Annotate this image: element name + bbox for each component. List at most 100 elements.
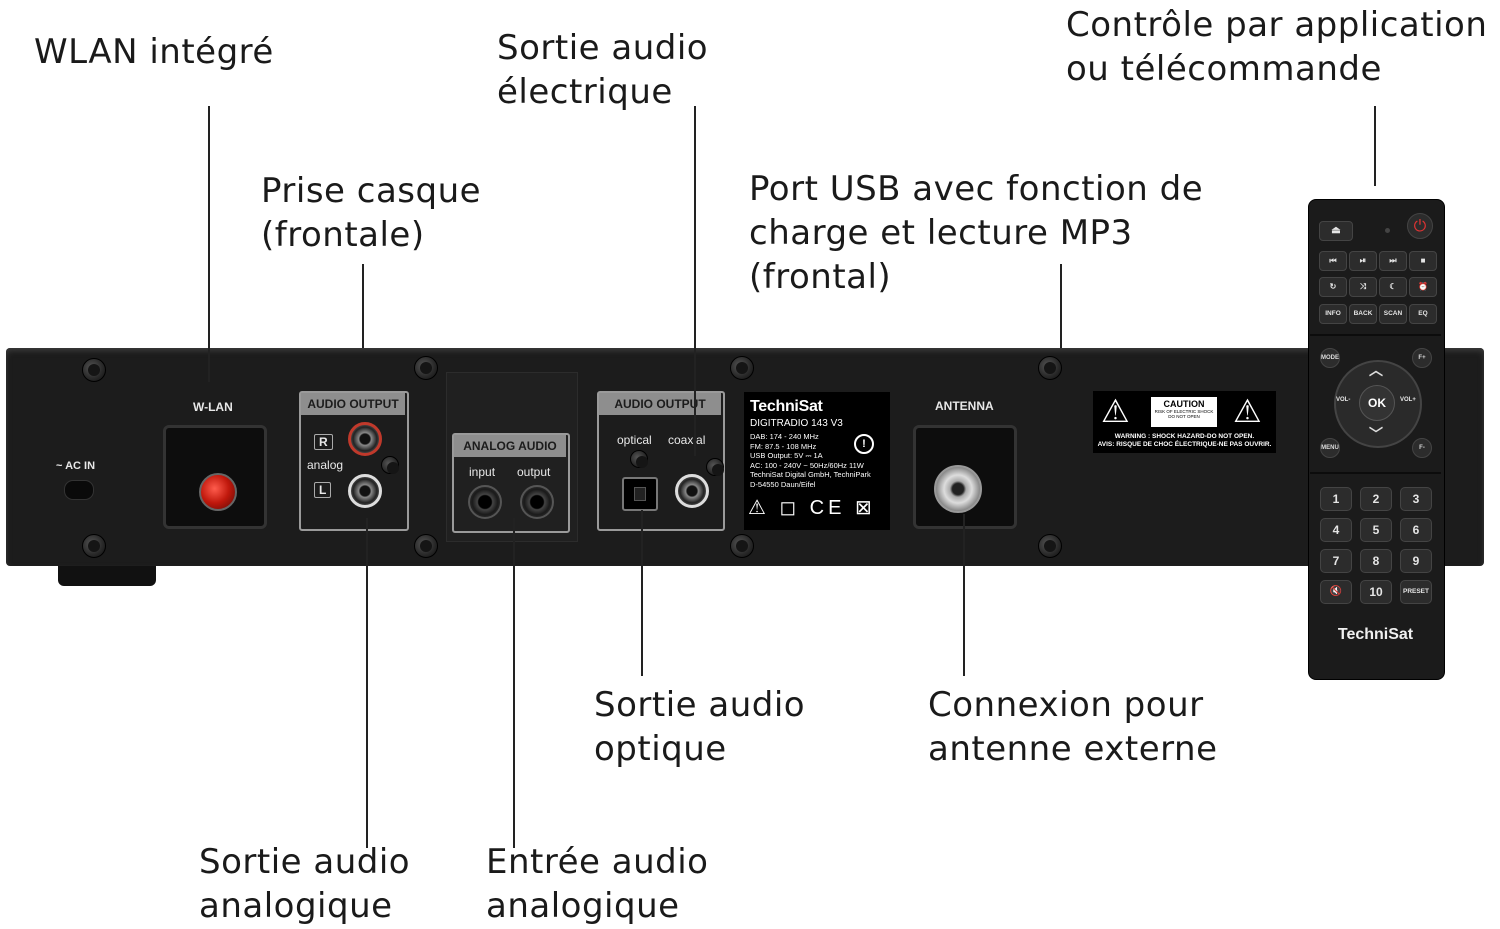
spec-line: D-54550 Daun/Eifel [750, 479, 816, 489]
optical-toslink-port[interactable] [622, 477, 658, 511]
callout-line: antenne externe [928, 729, 1218, 769]
callout-antenna-connection: Connexion pour antenne externe [928, 683, 1218, 771]
remote-brand-logo: TechniSat [1337, 626, 1414, 643]
spec-line: FM: 87.5 - 108 MHz [750, 441, 817, 451]
caution-label: ⚠ CAUTION RISK OF ELECTRIC SHOCK DO NOT … [1093, 391, 1276, 453]
callout-electric-output: Sortie audio électrique [497, 26, 708, 114]
leader-line-electric-output [694, 106, 696, 456]
wlan-antenna-connector[interactable] [199, 473, 237, 511]
preset-button[interactable]: PRESET [1400, 580, 1432, 604]
mode-button[interactable]: MODE [1320, 348, 1340, 368]
callout-line: Contrôle par application [1066, 5, 1488, 45]
menu-button[interactable]: MENU [1320, 438, 1340, 458]
antenna-label: ANTENNA [935, 399, 994, 413]
callout-line: WLAN intégré [34, 32, 274, 72]
eject-button[interactable]: ⏏ [1319, 221, 1353, 241]
stop-button[interactable]: ■ [1409, 251, 1437, 271]
callout-app-control: Contrôle par application ou télécommande [1066, 3, 1487, 91]
callout-line: (frontal) [749, 257, 892, 297]
numpad-10-button[interactable]: 10 [1360, 580, 1392, 604]
rca-right-jack[interactable] [348, 422, 382, 456]
leader-line-usb [1060, 264, 1062, 348]
analog-input-label: input [469, 465, 496, 479]
certification-icons: ⚠ ◻ CE ⊠ [748, 497, 876, 519]
callout-headphone: Prise casque (frontale) [261, 169, 481, 257]
callout-line: Sortie audio [497, 28, 709, 68]
caution-sub: RISK OF ELECTRIC SHOCK DO NOT OPEN [1154, 409, 1214, 419]
leader-line-antenna [963, 514, 965, 676]
callout-line: analogique [199, 886, 393, 926]
callout-analog-input: Entrée audio analogique [486, 840, 708, 928]
optical-port-inner [634, 487, 646, 501]
spec-line: DAB: 174 - 240 MHz [750, 432, 819, 441]
vol-plus-button[interactable]: VOL+ [1400, 397, 1416, 403]
caution-warning-text: WARNING : SHOCK HAZARD-DO NOT OPEN. AVIS… [1097, 433, 1272, 449]
rating-plate-model: DIGITRADIO 143 V3 [750, 418, 843, 429]
numpad-4-button[interactable]: 4 [1320, 518, 1352, 542]
numpad-1-button[interactable]: 1 [1320, 487, 1352, 511]
callout-line: analogique [486, 886, 680, 926]
eq-button[interactable]: EQ [1409, 304, 1437, 324]
analog-output-jack[interactable] [520, 485, 554, 519]
warning-exclamation-icon: ⚠ [1233, 393, 1262, 429]
scan-button[interactable]: SCAN [1379, 304, 1407, 324]
caution-title: CAUTION [1163, 399, 1205, 409]
info-button[interactable]: INFO [1319, 304, 1347, 324]
callout-line: Connexion pour [928, 685, 1204, 725]
callout-line: (frontale) [261, 215, 425, 255]
screw [82, 358, 106, 382]
optical-label: optical [617, 433, 652, 447]
numpad-3-button[interactable]: 3 [1400, 487, 1432, 511]
shuffle-button[interactable]: ⤨ [1349, 277, 1377, 297]
play-pause-button[interactable]: ⏯ [1349, 251, 1377, 271]
callout-line: Sortie audio [199, 842, 411, 882]
analog-label: analog [307, 458, 344, 472]
mute-button[interactable]: 🔇 [1320, 580, 1352, 604]
rating-plate-specs: DAB: 174 - 240 MHz FM: 87.5 - 108 MHz US… [750, 432, 871, 489]
spec-line: TechniSat Digital GmbH, TechniPark [750, 470, 871, 479]
callout-usb: Port USB avec fonction de charge et lect… [749, 167, 1203, 299]
f-minus-button[interactable]: F- [1412, 438, 1432, 458]
back-button[interactable]: BACK [1349, 304, 1377, 324]
callout-analog-output: Sortie audio analogique [199, 840, 410, 928]
ac-in-label: ~ AC IN [56, 460, 96, 472]
screw [82, 534, 106, 558]
analog-input-jack[interactable] [468, 485, 502, 519]
prev-track-button[interactable]: ⏮ [1319, 251, 1347, 271]
antenna-connector[interactable] [934, 465, 982, 513]
audio-output-analog-box [299, 391, 409, 531]
rca-left-jack[interactable] [348, 474, 382, 508]
rating-plate-brand: TechniSat [750, 398, 823, 415]
f-plus-button[interactable]: F+ [1412, 348, 1432, 368]
leader-line-wlan [208, 106, 210, 382]
callout-line: Sortie audio [594, 685, 806, 725]
ac-in-socket[interactable] [64, 480, 94, 500]
ok-button[interactable]: OK [1359, 385, 1395, 421]
numpad-2-button[interactable]: 2 [1360, 487, 1392, 511]
audio-output-digital-header: AUDIO OUTPUT [599, 393, 721, 415]
leader-line-headphone [362, 264, 364, 348]
numpad-5-button[interactable]: 5 [1360, 518, 1392, 542]
screw [630, 450, 648, 468]
analog-audio-box [452, 433, 570, 533]
screw [730, 534, 754, 558]
power-button[interactable]: ⏻ [1407, 213, 1433, 239]
leader-line-optical-output [641, 510, 643, 676]
numpad-7-button[interactable]: 7 [1320, 549, 1352, 573]
screw [706, 458, 724, 476]
sleep-button[interactable]: ☾ [1379, 277, 1407, 297]
numpad-6-button[interactable]: 6 [1400, 518, 1432, 542]
alarm-button[interactable]: ⏰ [1409, 277, 1437, 297]
coaxial-jack[interactable] [675, 474, 709, 508]
device-foot [58, 566, 156, 586]
numpad-8-button[interactable]: 8 [1360, 549, 1392, 573]
next-track-button[interactable]: ⏭ [1379, 251, 1407, 271]
callout-line: Entrée audio [486, 842, 709, 882]
vol-minus-button[interactable]: VOL- [1336, 397, 1351, 403]
numpad-9-button[interactable]: 9 [1400, 549, 1432, 573]
screw [414, 534, 438, 558]
analog-audio-header: ANALOG AUDIO [454, 435, 566, 457]
nav-up-icon[interactable]: ︿ [1369, 363, 1383, 379]
nav-down-icon[interactable]: ﹀ [1369, 427, 1383, 443]
repeat-button[interactable]: ↻ [1319, 277, 1347, 297]
